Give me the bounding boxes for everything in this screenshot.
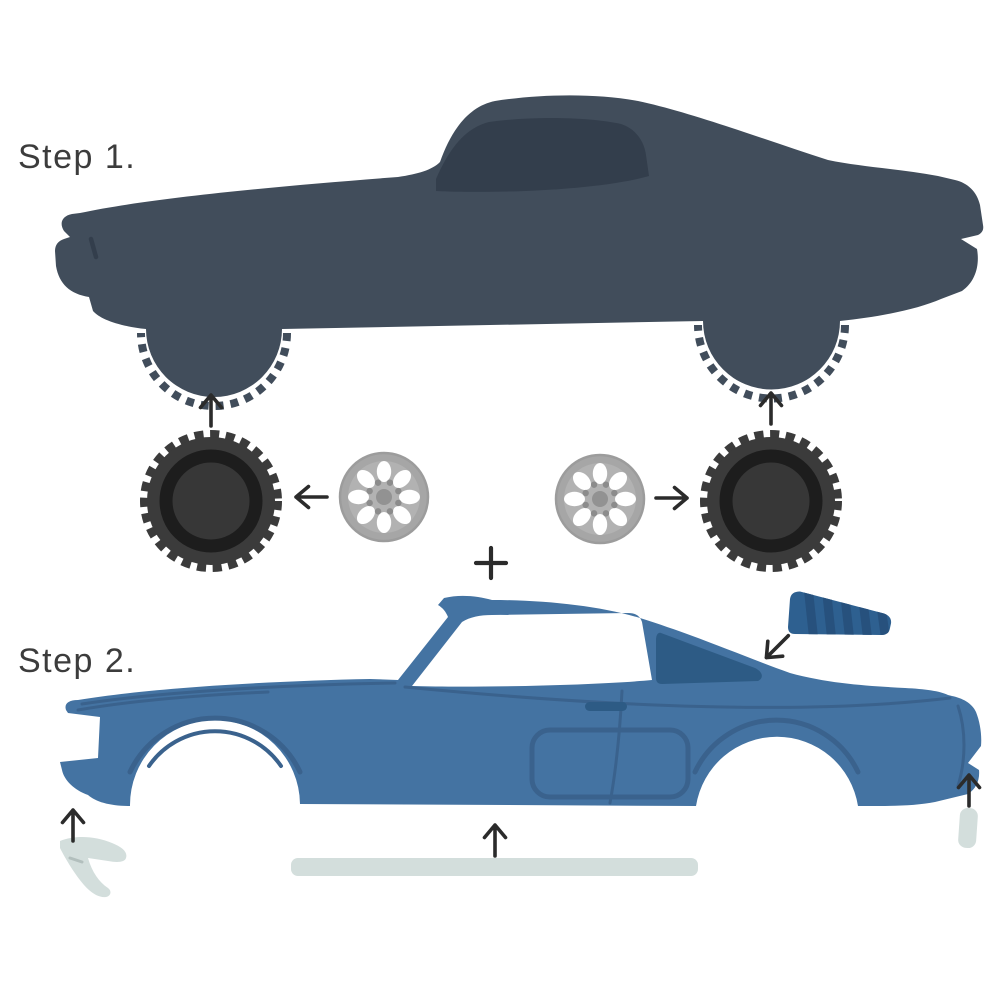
chin-spoiler-part <box>60 837 127 898</box>
rear-valance-part <box>958 807 978 849</box>
step2-car <box>60 595 982 806</box>
arrow-up-chin-spoiler-icon <box>60 808 86 843</box>
arrow-up-side-skirt-icon <box>482 823 508 858</box>
step1-car <box>55 95 984 410</box>
step2-door-handle <box>585 702 627 711</box>
rear-tire-part <box>705 435 837 567</box>
trim-parts <box>60 807 978 898</box>
arrow-left-rim-icon <box>294 484 329 510</box>
step1-front-wheel-tread <box>137 332 291 410</box>
step1-label: Step 1. <box>18 138 136 176</box>
step1-car-body <box>55 95 984 397</box>
front-rim-part <box>338 451 430 543</box>
louver-part <box>788 591 892 635</box>
rear-rim-part <box>554 453 646 545</box>
step2-quarter-window <box>656 632 762 684</box>
plus-icon <box>473 545 509 581</box>
step1-rear-wheel-tread <box>694 324 849 403</box>
arrow-up-front-tire-icon <box>198 393 224 428</box>
front-tire-part <box>145 435 277 567</box>
step1-car-window <box>436 118 649 192</box>
step1-front-vent-slit <box>88 236 99 260</box>
arrow-louver-icon <box>757 626 798 667</box>
side-skirt-part <box>291 858 698 876</box>
chin-spoiler-detail <box>68 856 84 864</box>
step2-label: Step 2. <box>18 642 136 680</box>
arrow-right-rim-icon <box>654 485 689 511</box>
